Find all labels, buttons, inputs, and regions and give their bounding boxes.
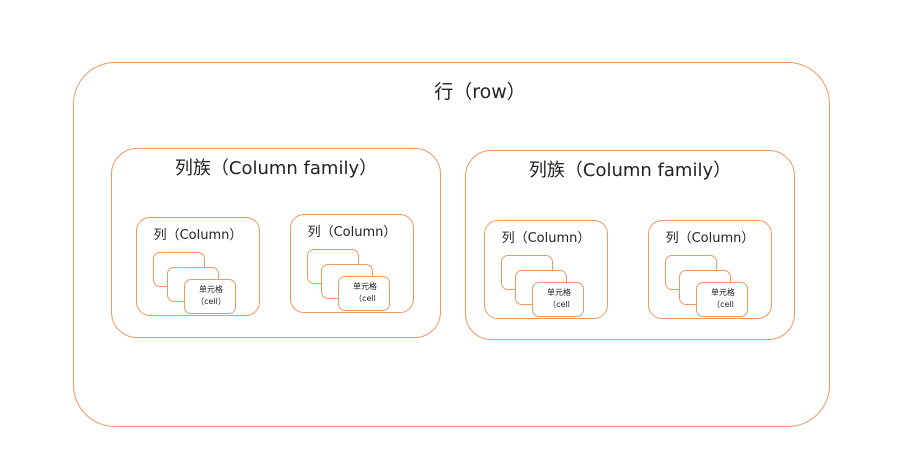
column-family-label: 列族（Column family） [174,158,378,179]
cell-sublabel: （cell） [196,297,226,306]
row-label: 行（row） [434,81,526,103]
cell-box: 单元格 （cell [338,276,390,311]
cell-box: 单元格 （cell [696,282,748,317]
cell-label: 单元格 [711,288,735,297]
cell-label: 单元格 [199,285,223,294]
cell-sublabel: （cell [712,300,734,309]
column-label: 列（Column） [501,231,591,246]
column-label: 列（Column） [307,225,397,240]
cell-label: 单元格 [547,288,571,297]
column-label: 列（Column） [153,228,243,243]
cell-box: 单元格 （cell） [184,279,236,314]
column-label: 列（Column） [665,231,755,246]
cell-sublabel: （cell [354,294,376,303]
cell-sublabel: （cell [548,300,570,309]
column-family-label: 列族（Column family） [528,160,732,181]
cell-box: 单元格 （cell [532,282,584,317]
cell-label: 单元格 [353,282,377,291]
